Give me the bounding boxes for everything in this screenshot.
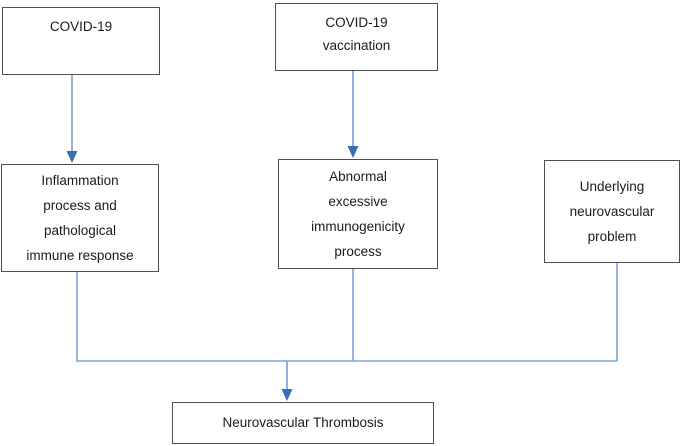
node-abnormal-immunogenicity: Abnormal excessive immunogenicity proces…	[278, 159, 438, 269]
node-covid19-label: COVID-19	[49, 19, 113, 34]
node-underlying-neurovascular-problem-label: Underlying neurovascular problem	[569, 179, 655, 244]
node-neurovascular-thrombosis: Neurovascular Thrombosis	[172, 402, 434, 444]
node-underlying-neurovascular-problem: Underlying neurovascular problem	[544, 160, 680, 263]
node-abnormal-immunogenicity-label: Abnormal excessive immunogenicity proces…	[311, 169, 405, 259]
node-inflammation-process-label: Inflammation process and pathological im…	[26, 173, 134, 263]
node-inflammation-process: Inflammation process and pathological im…	[1, 164, 159, 272]
arrowhead-covid19-to-inflammation-icon	[66, 151, 78, 163]
arrowhead-vaccination-to-immunogenicity-icon	[347, 146, 359, 158]
node-covid19: COVID-19	[2, 7, 160, 75]
node-covid19-vaccination: COVID-19 vaccination	[275, 3, 438, 71]
node-covid19-vaccination-label: COVID-19 vaccination	[322, 15, 391, 53]
node-neurovascular-thrombosis-label: Neurovascular Thrombosis	[222, 415, 384, 430]
arrowhead-collector-to-thrombosis-icon	[281, 389, 293, 401]
